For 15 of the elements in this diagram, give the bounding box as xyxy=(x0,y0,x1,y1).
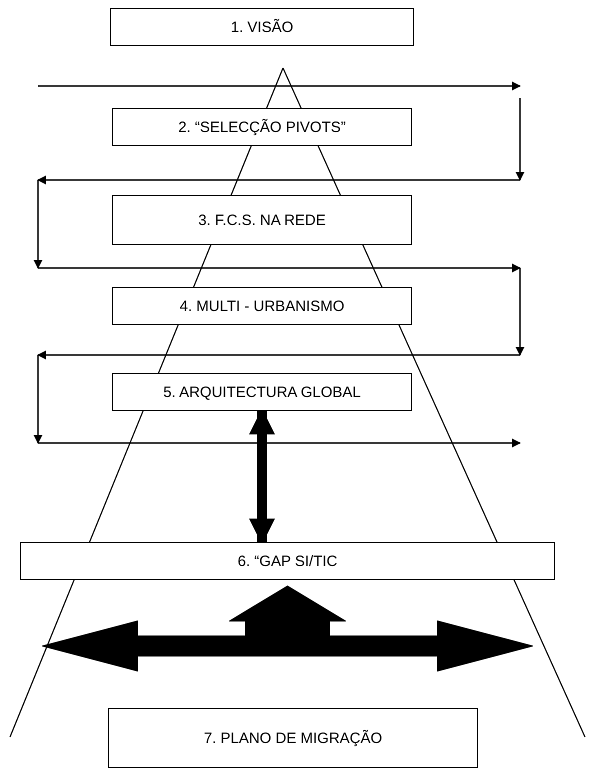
stage-box xyxy=(112,195,412,245)
stage-label: 5. ARQUITECTURA GLOBAL xyxy=(163,384,361,400)
stage-box xyxy=(112,373,412,411)
stage-box xyxy=(20,542,555,580)
stage-label: 2. “SELECÇÃO PIVOTS” xyxy=(178,118,346,136)
stage-box xyxy=(108,708,478,768)
stage-label: 7. PLANO DE MIGRAÇÃO xyxy=(204,730,382,746)
stage-label: 4. MULTI - URBANISMO xyxy=(180,298,344,314)
stage-label: 1. VISÃO xyxy=(230,18,294,36)
stage-box xyxy=(110,8,414,46)
stage-label: 6. “GAP SI/TIC xyxy=(238,552,338,570)
stage-label: 3. F.C.S. NA REDE xyxy=(198,212,326,228)
stage-box xyxy=(112,287,412,325)
stage-box xyxy=(112,108,412,146)
three-way-arrow xyxy=(42,586,533,672)
